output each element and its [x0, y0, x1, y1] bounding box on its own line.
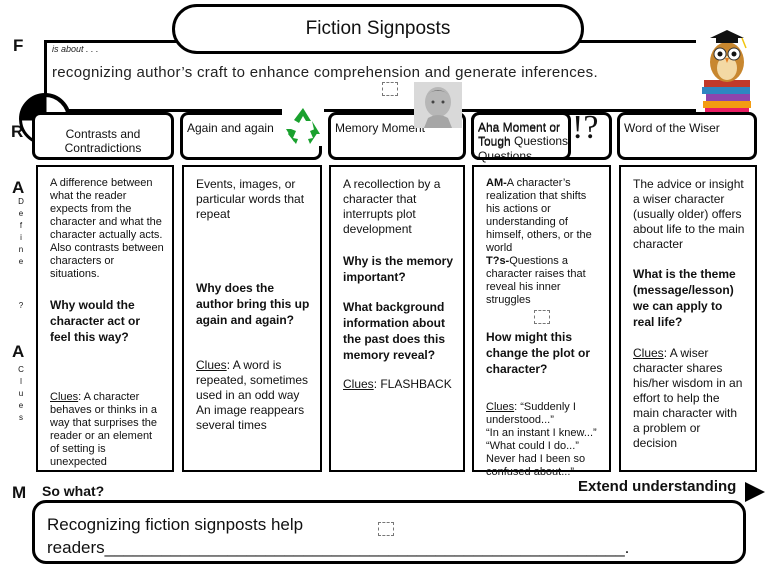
column-contrasts: A difference between what the reader exp…: [36, 165, 174, 472]
placeholder-box: [382, 82, 398, 96]
column-wiser: The advice or insight a wiser character …: [619, 165, 757, 472]
about-label: is about . . .: [52, 44, 99, 54]
letter-f: F: [13, 36, 24, 55]
header-aha-text: Aha Moment or Tough Questions: [478, 120, 569, 148]
page-title: Fiction Signposts: [172, 4, 584, 54]
again-question: Why does the author bring this up again …: [196, 281, 310, 327]
letter-a-clues: A: [12, 342, 25, 361]
aha-question: How might this change the plot or charac…: [486, 330, 591, 376]
again-clues-2: An image reappears several times: [196, 403, 305, 432]
header-wiser: Word of the Wiser: [617, 112, 757, 160]
recycle-icon: [282, 104, 324, 146]
about-text: recognizing author’s craft to enhance co…: [52, 64, 598, 81]
extend-understanding-label: Extend understanding: [578, 478, 737, 495]
so-what-label: So what?: [42, 483, 105, 499]
owl-books-icon: [702, 30, 751, 113]
exclamation-question-icon: !?: [572, 109, 599, 146]
wiser-question: What is the theme (message/lesson) we ca…: [633, 267, 736, 329]
wiser-clues: Clues: A wiser character shares his/her …: [633, 346, 743, 450]
memory-clues: Clues: FLASHBACK: [343, 377, 452, 391]
letter-m: M: [12, 483, 27, 502]
memory-question-2: What background information about the pa…: [343, 300, 446, 362]
define-vertical-label: D e f i n e: [18, 197, 24, 266]
summary-box: Recognizing fiction signposts help reade…: [32, 500, 746, 564]
clues-vertical-label: C l u e s: [18, 365, 24, 422]
arrow-right-icon: [745, 482, 765, 502]
title-text: Fiction Signposts: [305, 18, 451, 39]
memory-definition: A recollection by a character that inter…: [343, 177, 441, 236]
memory-question-1: Why is the memory important?: [343, 254, 454, 284]
header-contrasts: Contrasts and Contradictions: [32, 112, 174, 160]
summary-line-2: readers_________________________________…: [47, 538, 630, 557]
summary-line-1: Recognizing fiction signposts help: [47, 515, 304, 534]
question-mark-label: ?: [18, 301, 24, 310]
again-definition: Events, images, or particular words that…: [196, 177, 305, 221]
aha-tq-definition: T?s-Questions a character raises that re…: [486, 255, 586, 306]
placeholder-box: [534, 310, 550, 324]
contrasts-question: Why would the character act or feel this…: [50, 298, 141, 344]
column-aha: AM-A character’s realization that shifts…: [472, 165, 611, 478]
thinking-bust-icon: [414, 82, 462, 128]
placeholder-box: [378, 522, 394, 536]
contrasts-clues: Clues: A character behaves or thinks in …: [50, 391, 158, 468]
again-clues: Clues: A word is repeated, sometimes use…: [196, 358, 309, 402]
column-memory: A recollection by a character that inter…: [329, 165, 465, 472]
aha-am-definition: AM-A character’s realization that shifts…: [486, 177, 592, 254]
header-aha-frame: [471, 112, 612, 160]
aha-clues: Clues: “Suddenly I understood...” “In an…: [486, 401, 597, 478]
contrasts-definition: A difference between what the reader exp…: [50, 177, 164, 280]
column-again: Events, images, or particular words that…: [182, 165, 322, 472]
wiser-definition: The advice or insight a wiser character …: [633, 177, 745, 251]
letter-a-define: A: [12, 178, 25, 197]
